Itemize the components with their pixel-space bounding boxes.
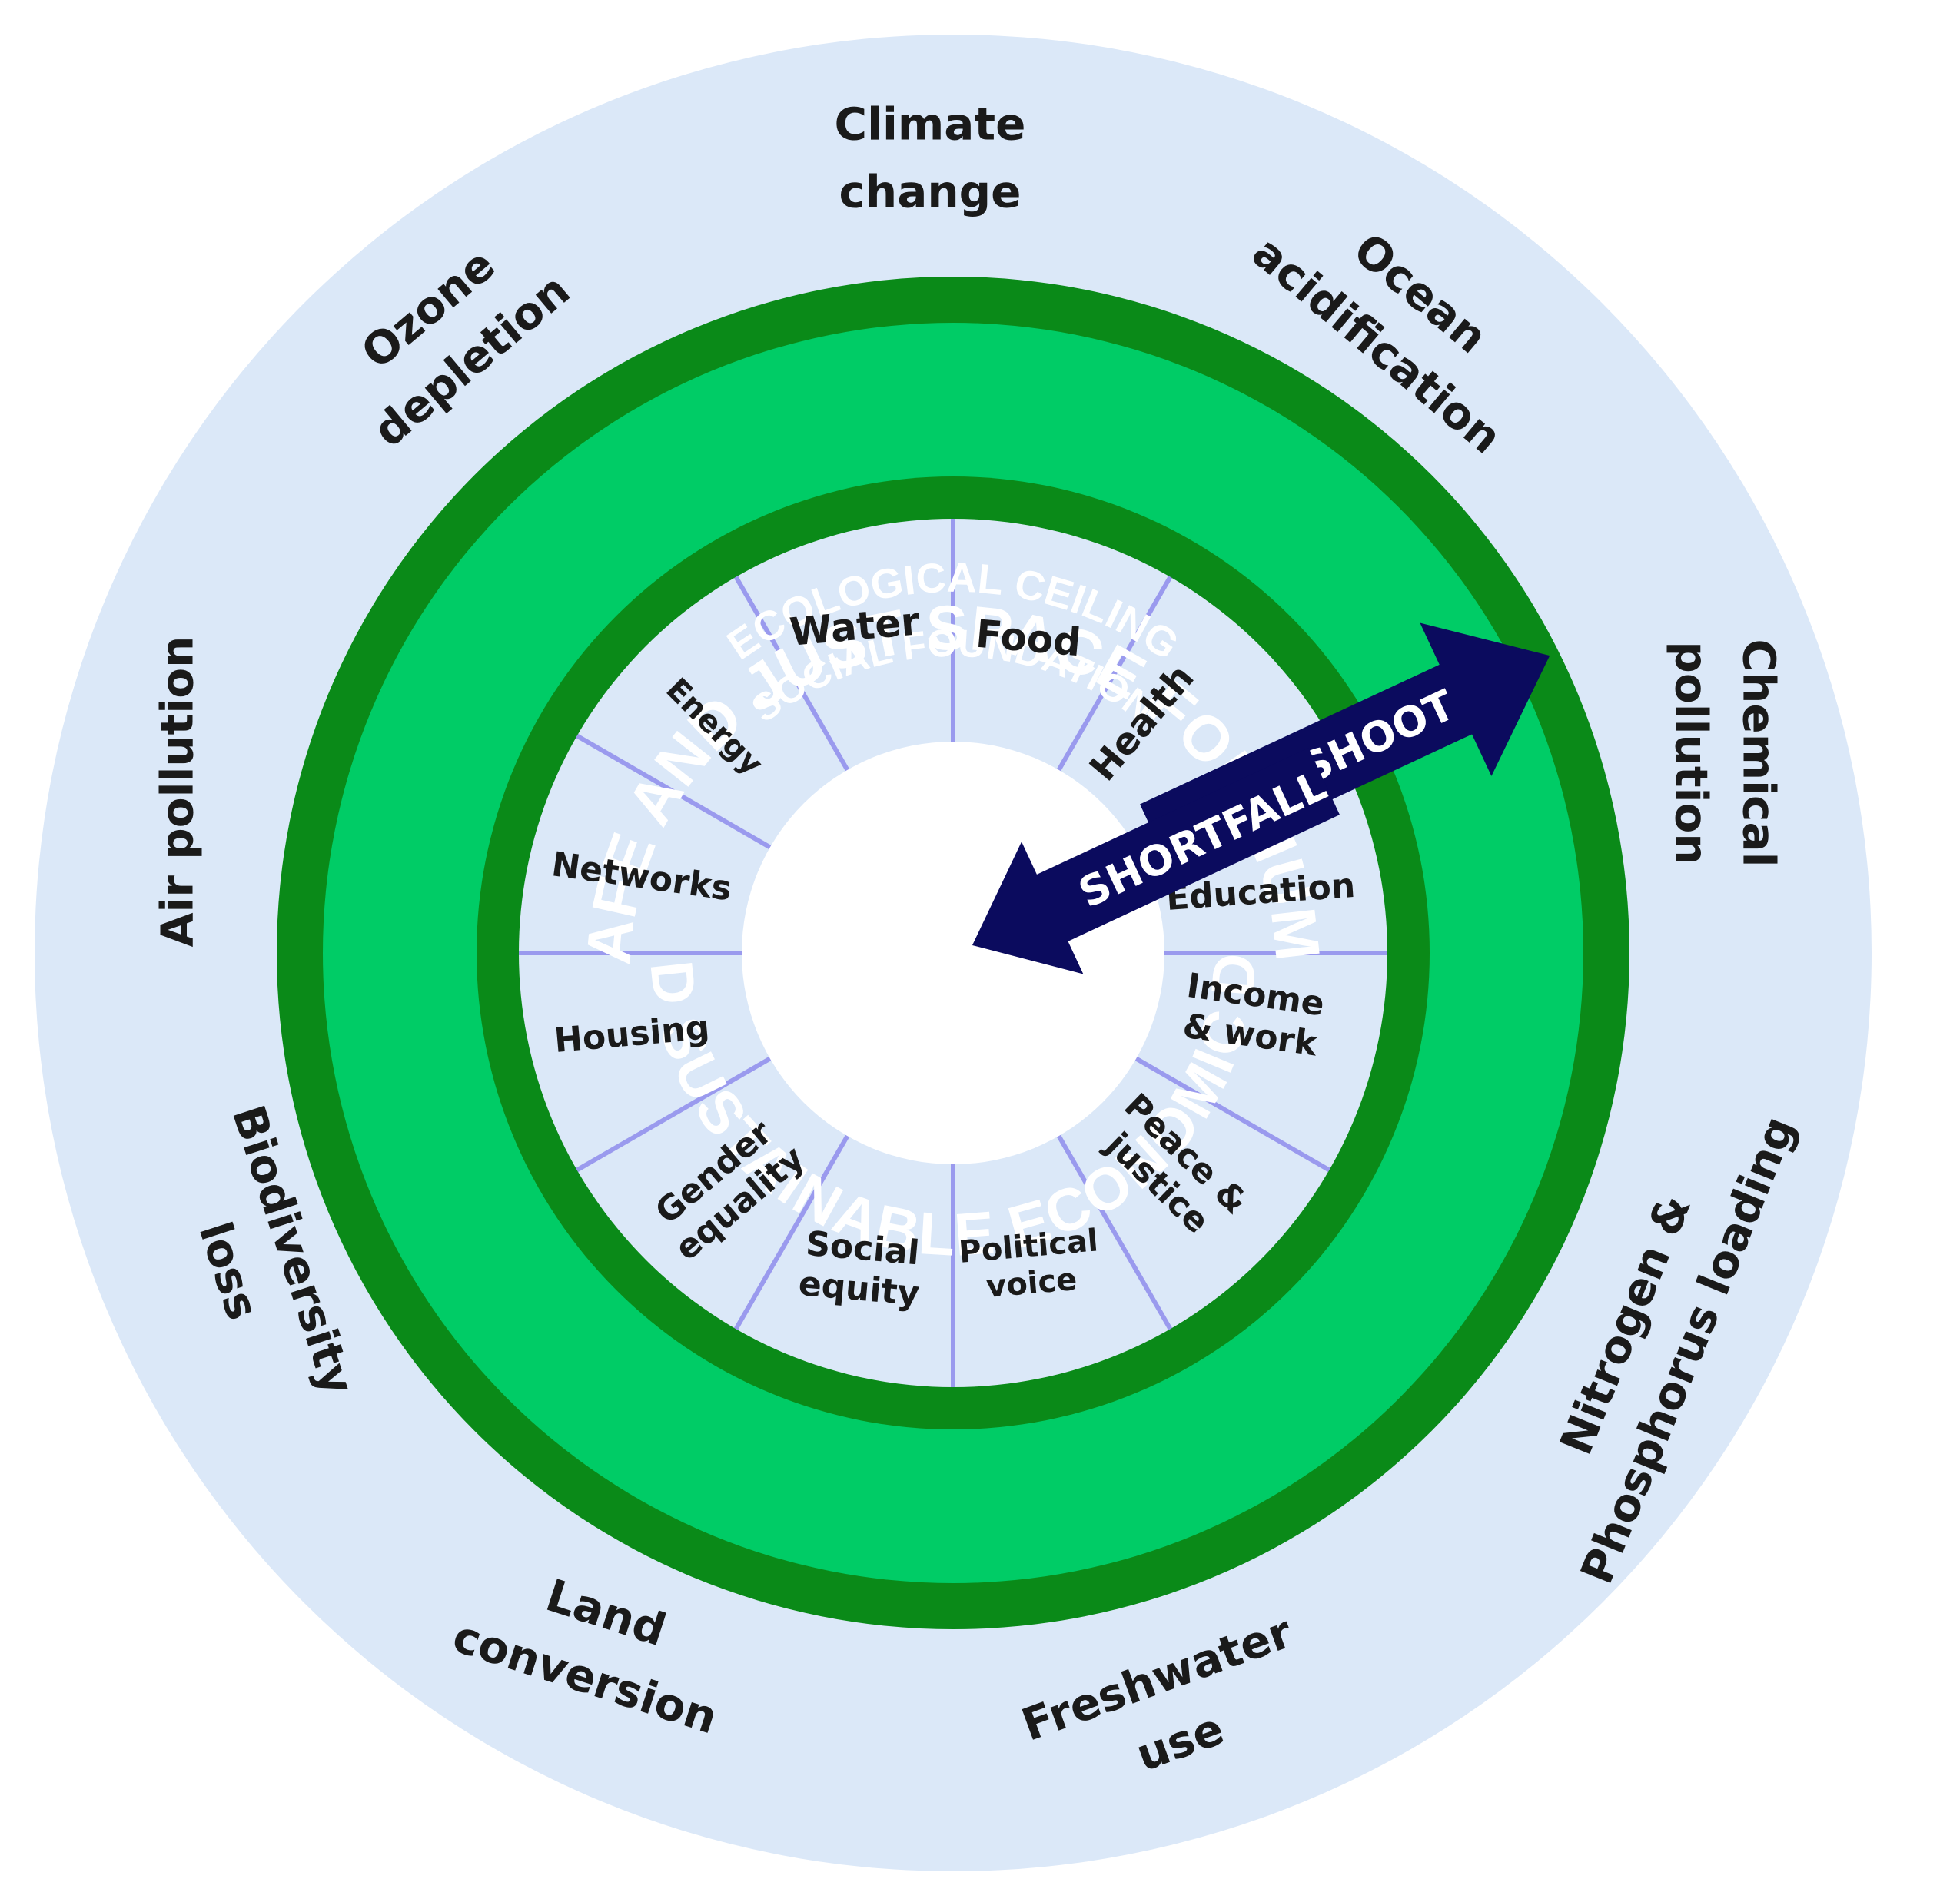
segment-divider [1134,1056,1330,1173]
segment-label-equity: Socialequity [797,1223,925,1313]
boundary-label-air: Air pollution [151,636,203,948]
boundary-label-air-line: Air pollution [151,636,203,948]
boundary-label-chemical-line: Chemical [1733,639,1786,868]
segment-divider [1056,576,1173,772]
boundary-label-climate: Climate change [835,98,1026,217]
boundary-label-chemical: Chemical pollution [1666,639,1786,868]
segment-label-political-line: voice [985,1262,1078,1305]
segment-divider [576,733,772,850]
segment-label-food-line: Food [974,612,1082,666]
segment-divider [733,1134,850,1330]
boundary-label-climate-line: Climate [835,98,1026,150]
boundary-label-chemical-line: pollution [1666,641,1718,865]
center-hole [742,742,1164,1164]
segment-divider [733,576,850,772]
boundary-label-climate-line: change [839,165,1022,217]
segment-divider [576,1056,772,1173]
segment-divider [1056,1134,1173,1330]
shortfall-arrow-shape [972,748,1340,974]
segment-label-food: Food [974,612,1082,666]
